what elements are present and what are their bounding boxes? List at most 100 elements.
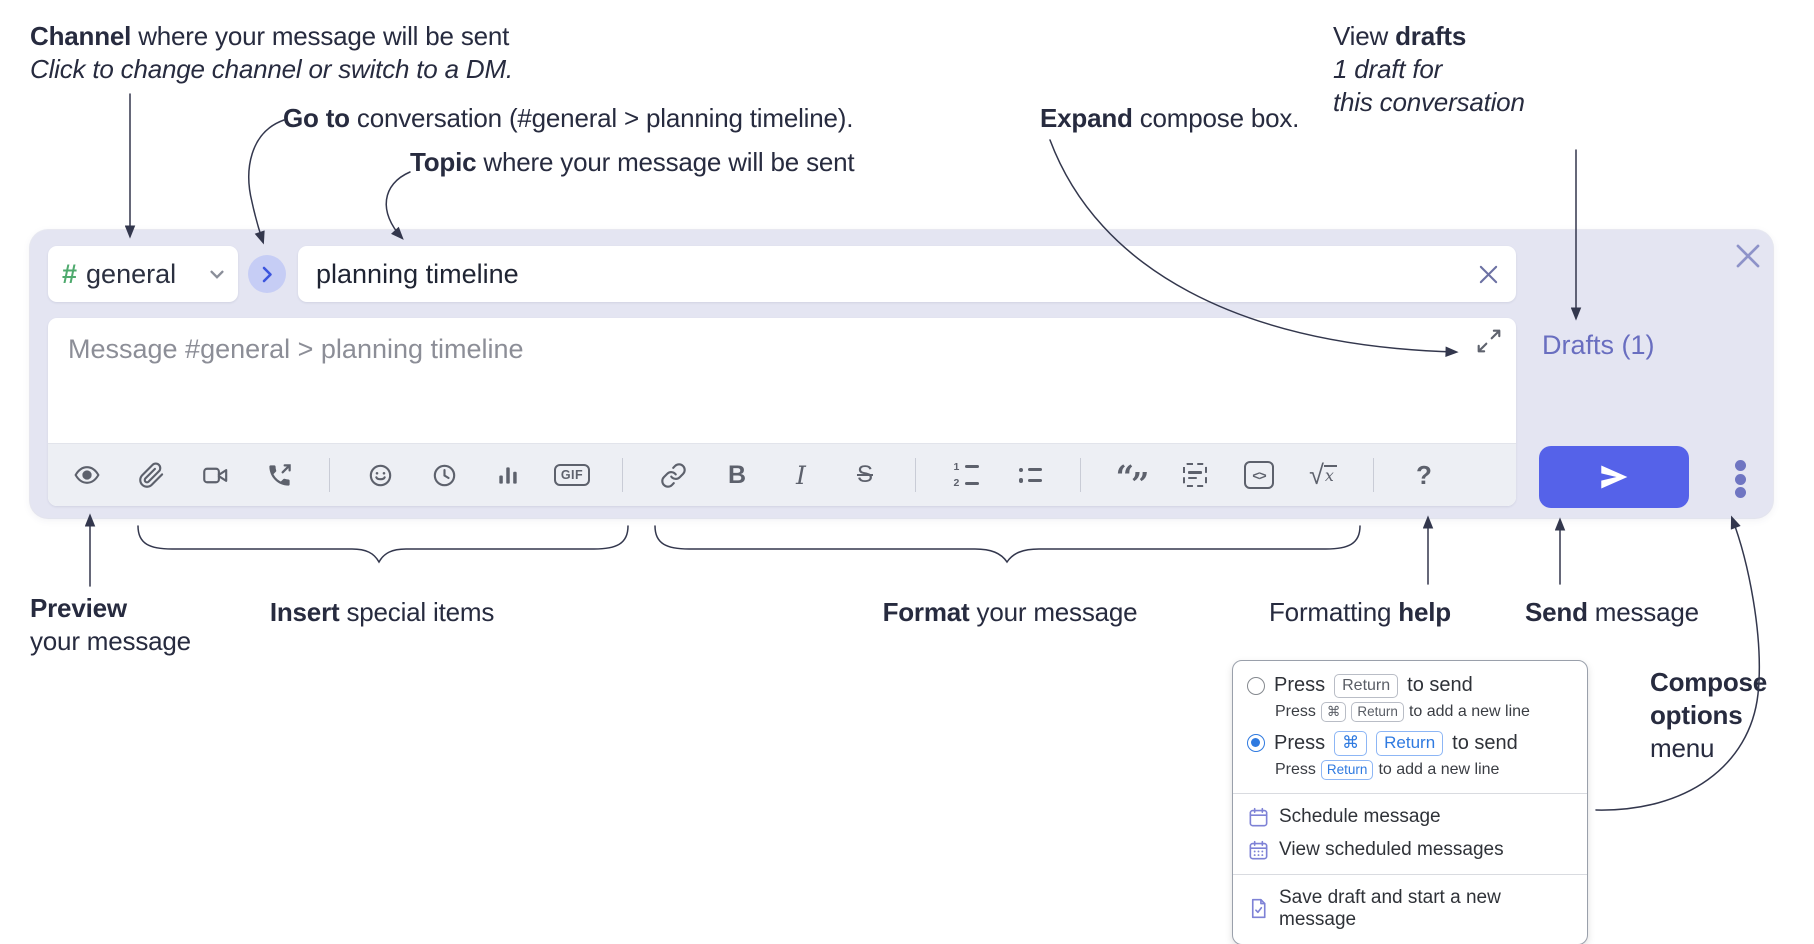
option-cmd-enter-to-send[interactable]: Press ⌘ Return to send (1233, 728, 1587, 759)
toolbar-divider (915, 458, 916, 492)
preview-button[interactable] (66, 452, 108, 498)
expand-icon (1477, 329, 1501, 353)
message-area: GIF B I S 1 2 (48, 318, 1516, 506)
channel-name: general (86, 258, 177, 289)
drafts-link[interactable]: Drafts (1) (1542, 330, 1655, 360)
annotation-format: Format your message (882, 597, 1138, 627)
spoiler-button[interactable] (1174, 452, 1216, 498)
bar-chart-icon (499, 467, 517, 484)
topic-arrow (385, 171, 411, 240)
gif-button[interactable]: GIF (551, 452, 593, 498)
attach-file-button[interactable] (130, 452, 172, 498)
topic-input-wrap (298, 246, 1516, 302)
annotation-preview: Preview your message (30, 593, 191, 656)
draft-document-icon (1247, 897, 1270, 920)
compose-options-arrow (1595, 515, 1761, 811)
channel-hash-icon: # (62, 258, 78, 289)
radio-selected-icon[interactable] (1247, 734, 1265, 753)
code-icon: <> (1244, 461, 1274, 489)
key-return: Return (1376, 730, 1444, 756)
bold-icon: B (727, 460, 747, 489)
emoji-button[interactable] (359, 452, 401, 498)
clock-icon (433, 464, 455, 486)
compose-options-menu: Press Return to send Press ⌘ Return to a… (1232, 660, 1588, 944)
send-button[interactable] (1539, 446, 1689, 508)
key-return: Return (1334, 674, 1399, 698)
numbered-list-button[interactable]: 1 2 (945, 452, 987, 498)
message-formatting-help-button[interactable]: ? (1403, 452, 1445, 498)
compose-box: # general (30, 230, 1773, 518)
clear-topic-button[interactable] (1476, 262, 1500, 286)
menu-divider (1233, 873, 1587, 875)
format-brace (654, 525, 1361, 564)
calendar-icon (1247, 806, 1270, 829)
option-enter-to-send[interactable]: Press Return to send (1233, 671, 1587, 701)
insert-brace (137, 525, 629, 564)
gif-icon: GIF (553, 464, 591, 486)
math-icon: √x (1309, 461, 1337, 489)
italic-icon: I (796, 460, 806, 490)
voice-call-button[interactable] (258, 452, 300, 498)
topic-input[interactable] (298, 246, 1516, 302)
radio-unselected-icon[interactable] (1247, 676, 1265, 695)
option-cmd-enter-to-send-hint: Press Return to add a new line (1233, 759, 1587, 786)
key-return: Return (1320, 759, 1374, 780)
key-cmd: ⌘ (1320, 701, 1347, 722)
video-call-button[interactable] (194, 452, 236, 498)
phone-call-icon (268, 463, 291, 486)
link-button[interactable] (652, 452, 694, 498)
annotation-insert: Insert special items (269, 597, 495, 627)
channel-selector[interactable]: # general (48, 246, 238, 302)
smiley-icon (369, 464, 391, 486)
menu-item-schedule-message[interactable]: Schedule message (1233, 801, 1587, 834)
toolbar-divider (1080, 458, 1081, 492)
link-icon (660, 462, 686, 488)
compose-options-button[interactable] (1720, 457, 1760, 501)
math-button[interactable]: √x (1302, 452, 1344, 498)
go-to-conversation-button[interactable] (248, 255, 286, 293)
compose-toolbar: GIF B I S 1 2 (48, 443, 1516, 506)
strikethrough-button[interactable]: S (844, 452, 886, 498)
eye-icon (74, 466, 100, 484)
strikethrough-icon: S (856, 461, 873, 488)
annotation-channel-line2: Click to change channel or switch to a D… (30, 54, 513, 84)
key-cmd: ⌘ (1334, 730, 1368, 756)
annotation-topic: Topic where your message will be sent (410, 147, 855, 177)
video-camera-icon (202, 467, 227, 483)
close-compose-button[interactable] (1735, 243, 1761, 269)
annotation-view-drafts: View drafts 1 draft for this conversatio… (1333, 21, 1525, 117)
code-button[interactable]: <> (1238, 452, 1280, 498)
bulleted-list-button[interactable] (1009, 452, 1051, 498)
menu-item-view-scheduled-messages[interactable]: View scheduled messages (1233, 834, 1587, 867)
goto-arrow (248, 119, 285, 245)
paperclip-icon (138, 462, 163, 488)
toolbar-divider (329, 458, 330, 492)
annotation-goto: Go to conversation (#general > planning … (283, 103, 854, 133)
annotation-compose-options: Compose options menu (1650, 667, 1768, 763)
question-mark-icon: ? (1416, 459, 1432, 490)
annotation-formatting-help: Formatting help (1269, 597, 1451, 627)
menu-divider (1233, 792, 1587, 794)
poll-button[interactable] (487, 452, 529, 498)
spoiler-icon (1183, 463, 1207, 487)
menu-item-save-draft[interactable]: Save draft and start a new message (1233, 882, 1587, 936)
annotation-channel-rest: where your message will be sent (131, 21, 510, 51)
bulleted-list-icon (1018, 467, 1043, 483)
toolbar-divider (1373, 458, 1374, 492)
close-icon (1736, 244, 1760, 268)
italic-button[interactable]: I (780, 452, 822, 498)
time-button[interactable] (423, 452, 465, 498)
annotation-channel: Channel where your message will be sent … (30, 20, 513, 86)
message-input[interactable] (48, 318, 1516, 443)
numbered-list-icon: 1 2 (954, 461, 979, 489)
chevron-right-icon (262, 266, 272, 282)
annotation-channel-bold: Channel (30, 21, 132, 51)
close-icon (1479, 265, 1497, 283)
quote-button[interactable]: “” (1115, 458, 1150, 503)
chevron-down-icon (210, 270, 224, 279)
option-enter-to-send-hint: Press ⌘ Return to add a new line (1233, 701, 1587, 728)
bold-button[interactable]: B (716, 452, 758, 498)
expand-compose-button[interactable] (1476, 328, 1504, 356)
calendar-grid-icon (1247, 839, 1270, 862)
